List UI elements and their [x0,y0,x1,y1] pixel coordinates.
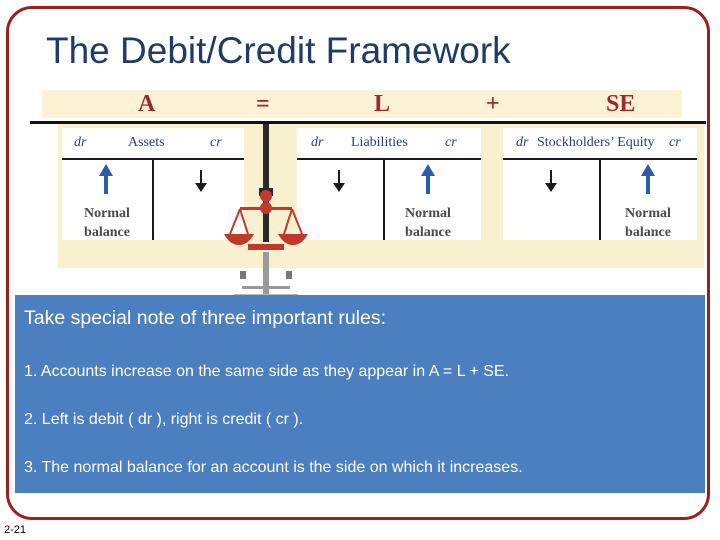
rule-3: 3. The normal balance for an account is … [24,459,523,477]
arrow-down-icon [195,170,207,192]
normal-balance-label: Normal balance [70,204,144,242]
account-name: Assets [128,135,165,151]
slide-title: The Debit/Credit Framework [46,30,511,72]
t-account-assets: dr Assets cr Normal balance [62,128,244,240]
normal-balance-label: Normal balance [391,204,465,242]
equation-equals: = [256,90,270,118]
t-account-header: dr Assets cr [62,128,244,160]
t-account-header: dr Stockholders’ Equity cr [503,128,697,160]
balance-scale-icon [218,124,314,298]
equation-plus: + [486,90,500,118]
arrow-down-icon [545,170,557,192]
t-account-divider [152,158,154,240]
normal-balance-label: Normal balance [611,204,685,242]
t-account-header: dr Liabilities cr [297,128,481,160]
t-account-equity: dr Stockholders’ Equity cr Normal balanc… [503,128,697,240]
rules-callout: Take special note of three important rul… [15,295,705,493]
arrow-up-icon [641,164,655,194]
t-account-liabilities: dr Liabilities cr Normal balance [297,128,481,240]
equation-equity: SE [606,90,635,118]
t-account-divider [599,158,601,240]
account-name: Stockholders’ Equity [537,135,655,151]
arrow-down-icon [333,170,345,192]
credit-label: cr [445,135,457,151]
rule-1: 1. Accounts increase on the same side as… [24,363,509,381]
rule-2: 2. Left is debit ( dr ), right is credit… [24,411,303,429]
equation-assets: A [138,90,155,118]
account-name: Liabilities [351,135,408,151]
debit-label: dr [74,135,86,151]
arrow-up-icon [99,164,113,194]
credit-label: cr [669,135,681,151]
arrow-up-icon [421,164,435,194]
t-account-divider [383,158,385,240]
slide-number: 2-21 [4,524,26,536]
equation-liabilities: L [374,90,390,118]
debit-label: dr [516,135,528,151]
rules-intro: Take special note of three important rul… [24,307,386,330]
